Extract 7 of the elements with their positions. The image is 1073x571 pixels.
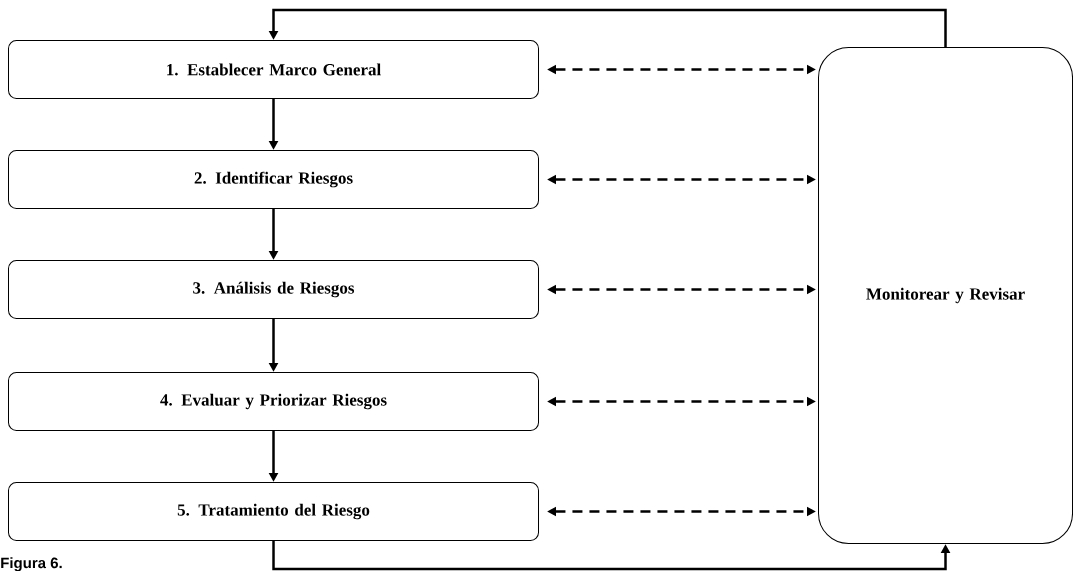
process-box: 5. Tratamiento del Riesgo [8,482,539,541]
process-box: 1. Establecer Marco General [8,40,539,99]
process-box: 4. Evaluar y Priorizar Riesgos [8,372,539,431]
process-box: 2. Identificar Riesgos [8,150,539,209]
process-box: Monitorear y Revisar [818,47,1073,544]
figure-label: Figura 6. [1,557,62,571]
process-box: 3. Análisis de Riesgos [8,260,539,319]
